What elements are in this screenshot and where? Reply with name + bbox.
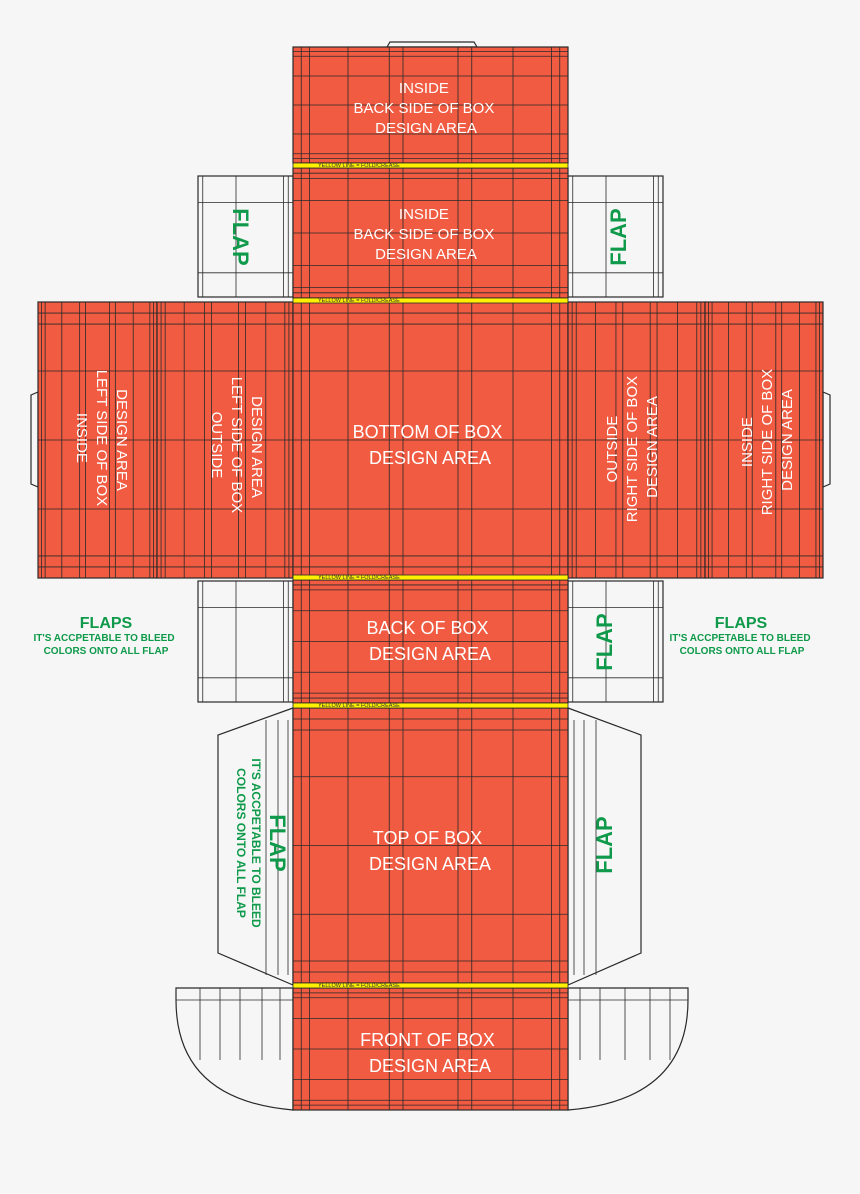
fold-line [292, 702, 569, 709]
note-line1: IT'S ACCPETABLE TO BLEED [33, 633, 174, 644]
fold-line-label: YELLOW LINE = FOLD/CREASE [318, 575, 400, 581]
left-flaps-note: FLAPS IT'S ACCPETABLE TO BLEED COLORS ON… [33, 615, 174, 657]
panel-front-text: FRONT OF BOX DESIGN AREA [360, 1030, 500, 1076]
panel-inside-back-2-text: INSIDE BACK SIDE OF BOX DESIGN AREA [353, 206, 498, 263]
note-line1: IT'S ACCPETABLE TO BLEED [669, 633, 810, 644]
flap-middle-left [197, 580, 294, 703]
flap-label: FLAP [592, 816, 617, 873]
panel-inside-left-text: INSIDE LEFT SIDE OF BOX DESIGN AREA [73, 370, 130, 511]
panel-top-text: TOP OF BOX DESIGN AREA [369, 828, 491, 874]
fold-line-label: YELLOW LINE = FOLD/CREASE [318, 298, 400, 304]
fold-line [292, 162, 569, 169]
flap-lower-left-note: FLAP IT'S ACCPETABLE TO BLEED COLORS ONT… [234, 758, 290, 928]
flap-label: FLAP [228, 208, 253, 265]
fold-line [292, 574, 569, 581]
flap-upper-left [197, 175, 294, 298]
fold-line [292, 982, 569, 989]
left-tab [30, 391, 39, 488]
note-line2: COLORS ONTO ALL FLAP [234, 768, 248, 918]
fold-line-label: YELLOW LINE = FOLD/CREASE [318, 983, 400, 989]
fold-line-label: YELLOW LINE = FOLD/CREASE [318, 703, 400, 709]
right-tab [822, 391, 831, 488]
note-line1: IT'S ACCPETABLE TO BLEED [249, 758, 263, 928]
top-tab [385, 41, 479, 48]
note-line2: COLORS ONTO ALL FLAP [44, 646, 169, 657]
flap-label: FLAP [592, 613, 617, 670]
note-title: FLAPS [715, 615, 768, 632]
flap-upper-right [567, 175, 664, 298]
flap-label: FLAP [265, 814, 290, 871]
flap-label: FLAP [606, 208, 631, 265]
flap-front-right [567, 987, 689, 1111]
right-flaps-note: FLAPS IT'S ACCPETABLE TO BLEED COLORS ON… [669, 615, 810, 657]
note-line2: COLORS ONTO ALL FLAP [680, 646, 805, 657]
flap-front-left [175, 987, 294, 1111]
fold-line-label: YELLOW LINE = FOLD/CREASE [318, 163, 400, 169]
panel-inside-back-1-text: INSIDE BACK SIDE OF BOX DESIGN AREA [353, 80, 498, 137]
panel-outside-right-text: OUTSIDE RIGHT SIDE OF BOX DESIGN AREA [604, 372, 661, 523]
flap-middle-right [567, 580, 664, 703]
panel-back-text: BACK OF BOX DESIGN AREA [366, 618, 493, 664]
panel-inside-right-text: INSIDE RIGHT SIDE OF BOX DESIGN AREA [739, 365, 796, 516]
fold-line [292, 297, 569, 304]
note-title: FLAPS [80, 615, 133, 632]
panel-bottom-text: BOTTOM OF BOX DESIGN AREA [353, 422, 508, 468]
panel-outside-left-text: OUTSIDE LEFT SIDE OF BOX DESIGN AREA [208, 377, 265, 518]
